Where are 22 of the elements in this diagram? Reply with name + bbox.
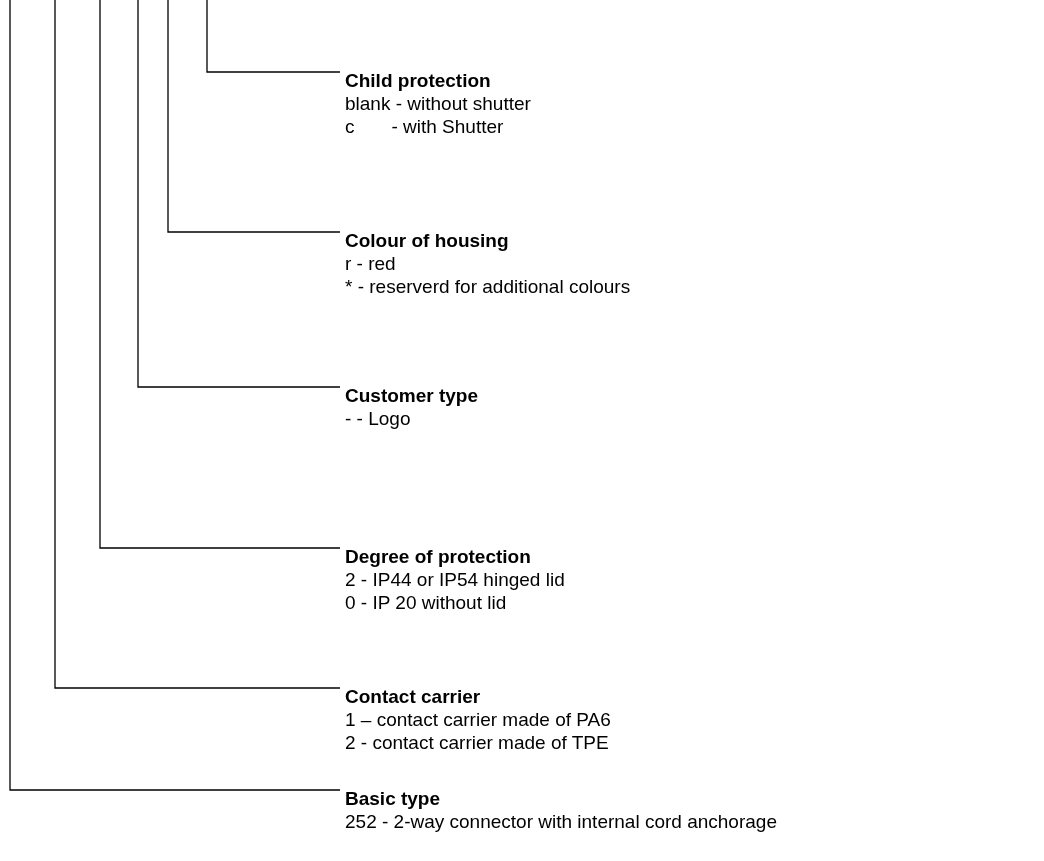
option-heading: Child protection bbox=[345, 69, 492, 92]
option-text: 252 - 2-way connector with internal cord anchorage bbox=[345, 810, 777, 833]
leader-line bbox=[167, 0, 341, 233]
option-text: - - Logo bbox=[345, 407, 412, 430]
option-text: 2 - contact carrier made of TPE bbox=[345, 731, 610, 754]
option-heading: Degree of protection bbox=[345, 545, 532, 568]
option-text: r - red bbox=[345, 252, 397, 275]
leader-line bbox=[99, 0, 341, 549]
option-heading: Basic type bbox=[345, 787, 442, 810]
option-heading: Contact carrier bbox=[345, 685, 482, 708]
leader-line bbox=[9, 0, 341, 791]
option-text: 0 - IP 20 without lid bbox=[345, 591, 508, 614]
leader-line bbox=[137, 0, 341, 388]
option-text: c - with Shutter bbox=[345, 115, 505, 138]
option-heading: Customer type bbox=[345, 384, 479, 407]
leader-line bbox=[54, 0, 341, 689]
leader-line bbox=[206, 0, 341, 73]
option-text: blank - without shutter bbox=[345, 92, 531, 115]
option-text: 2 - IP44 or IP54 hinged lid bbox=[345, 568, 565, 591]
option-text: 1 – contact carrier made of PA6 bbox=[345, 708, 611, 731]
option-heading: Colour of housing bbox=[345, 229, 510, 252]
option-text: * - reserverd for additional colours bbox=[345, 275, 631, 298]
